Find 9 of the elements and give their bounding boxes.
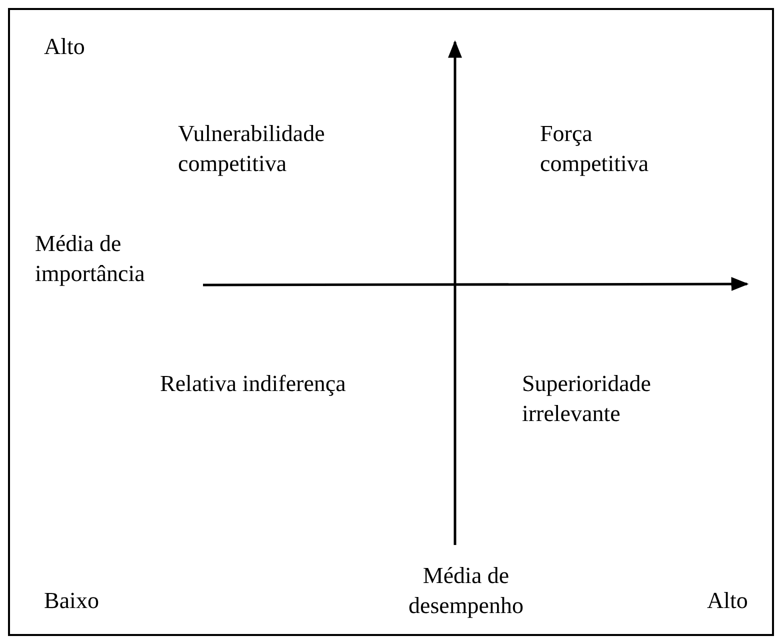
axis-title: Média de desempenho (408, 562, 524, 620)
axis-label: Baixo (44, 587, 100, 615)
quadrant-label: Vulnerabilidade competitiva (178, 120, 326, 178)
quadrant-label: Força competitiva (540, 120, 650, 178)
axis-title: Média de importância (35, 230, 146, 288)
axis-label: Alto (44, 33, 86, 61)
axis-label: Alto (707, 587, 749, 615)
quadrant-label: Superioridade irrelevante (522, 370, 652, 428)
quadrant-label: Relativa indiferença (160, 370, 347, 398)
